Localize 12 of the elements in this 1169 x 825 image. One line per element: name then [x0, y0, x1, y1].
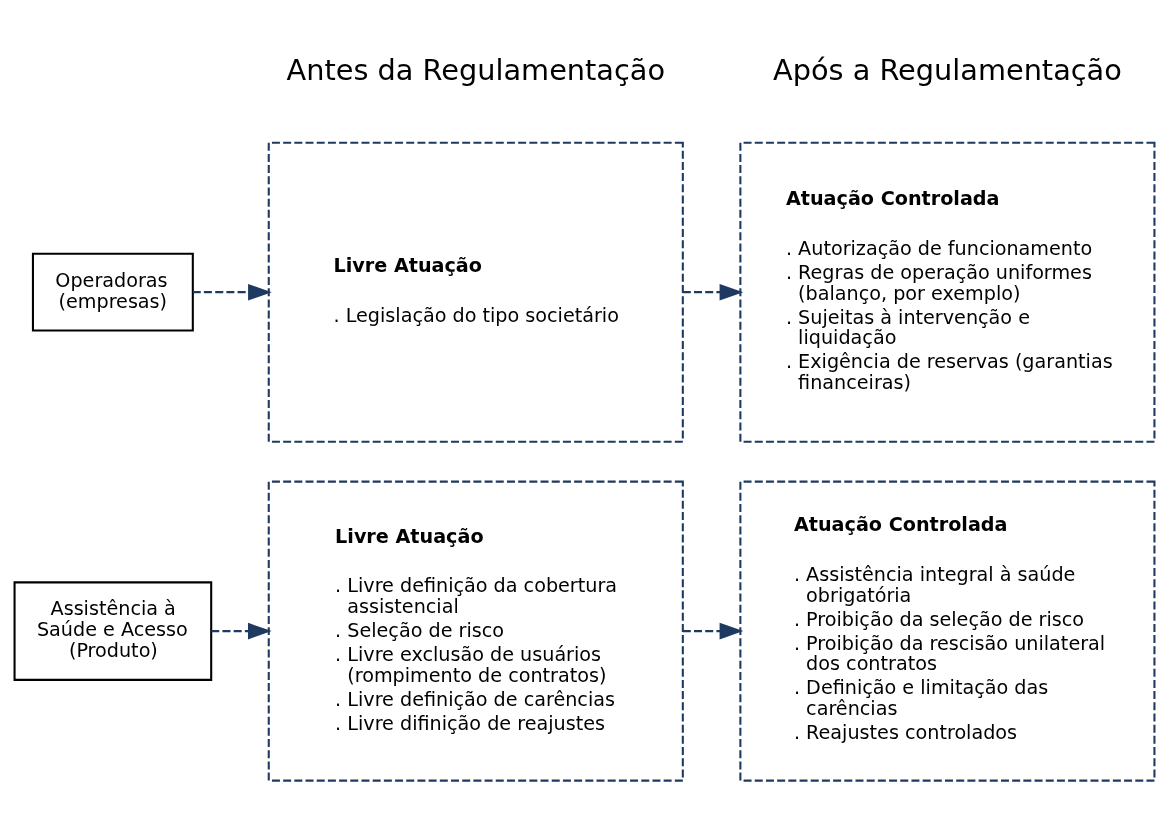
node-box: Operadoras (empresas)	[31, 252, 194, 332]
node-box: Livre Atuação . Livre definição da cobertura assistencial . Seleção de risco . Livre exclusão de usuários (rompimento de contratos) . Livre definição de carências . Livre difinição de reajustes	[267, 480, 684, 782]
node-box: Assistência à Saúde e Acesso (Produto)	[13, 581, 213, 681]
arrow	[192, 283, 272, 301]
arrow	[211, 622, 272, 640]
label: Antes da Regulamentação	[286, 53, 666, 88]
arrow	[682, 283, 744, 301]
arrow	[682, 622, 744, 640]
node-box: Atuação Controlada . Assistência integral à saúde obrigatória . Proibição da seleção de risco . Proibição da rescisão unilateral dos contratos . Definição e limitação das carências . Reajustes controlados	[739, 480, 1156, 782]
node-box: Livre Atuação . Legislação do tipo societário	[267, 141, 684, 443]
node-box: Atuação Controlada . Autorização de funcionamento . Regras de operação uniformes (balanço, por exemplo) . Sujeitas à intervenção e liquidação . Exigência de reservas (garantias financeiras)	[739, 141, 1156, 443]
label: Após a Regulamentação	[772, 53, 1122, 88]
